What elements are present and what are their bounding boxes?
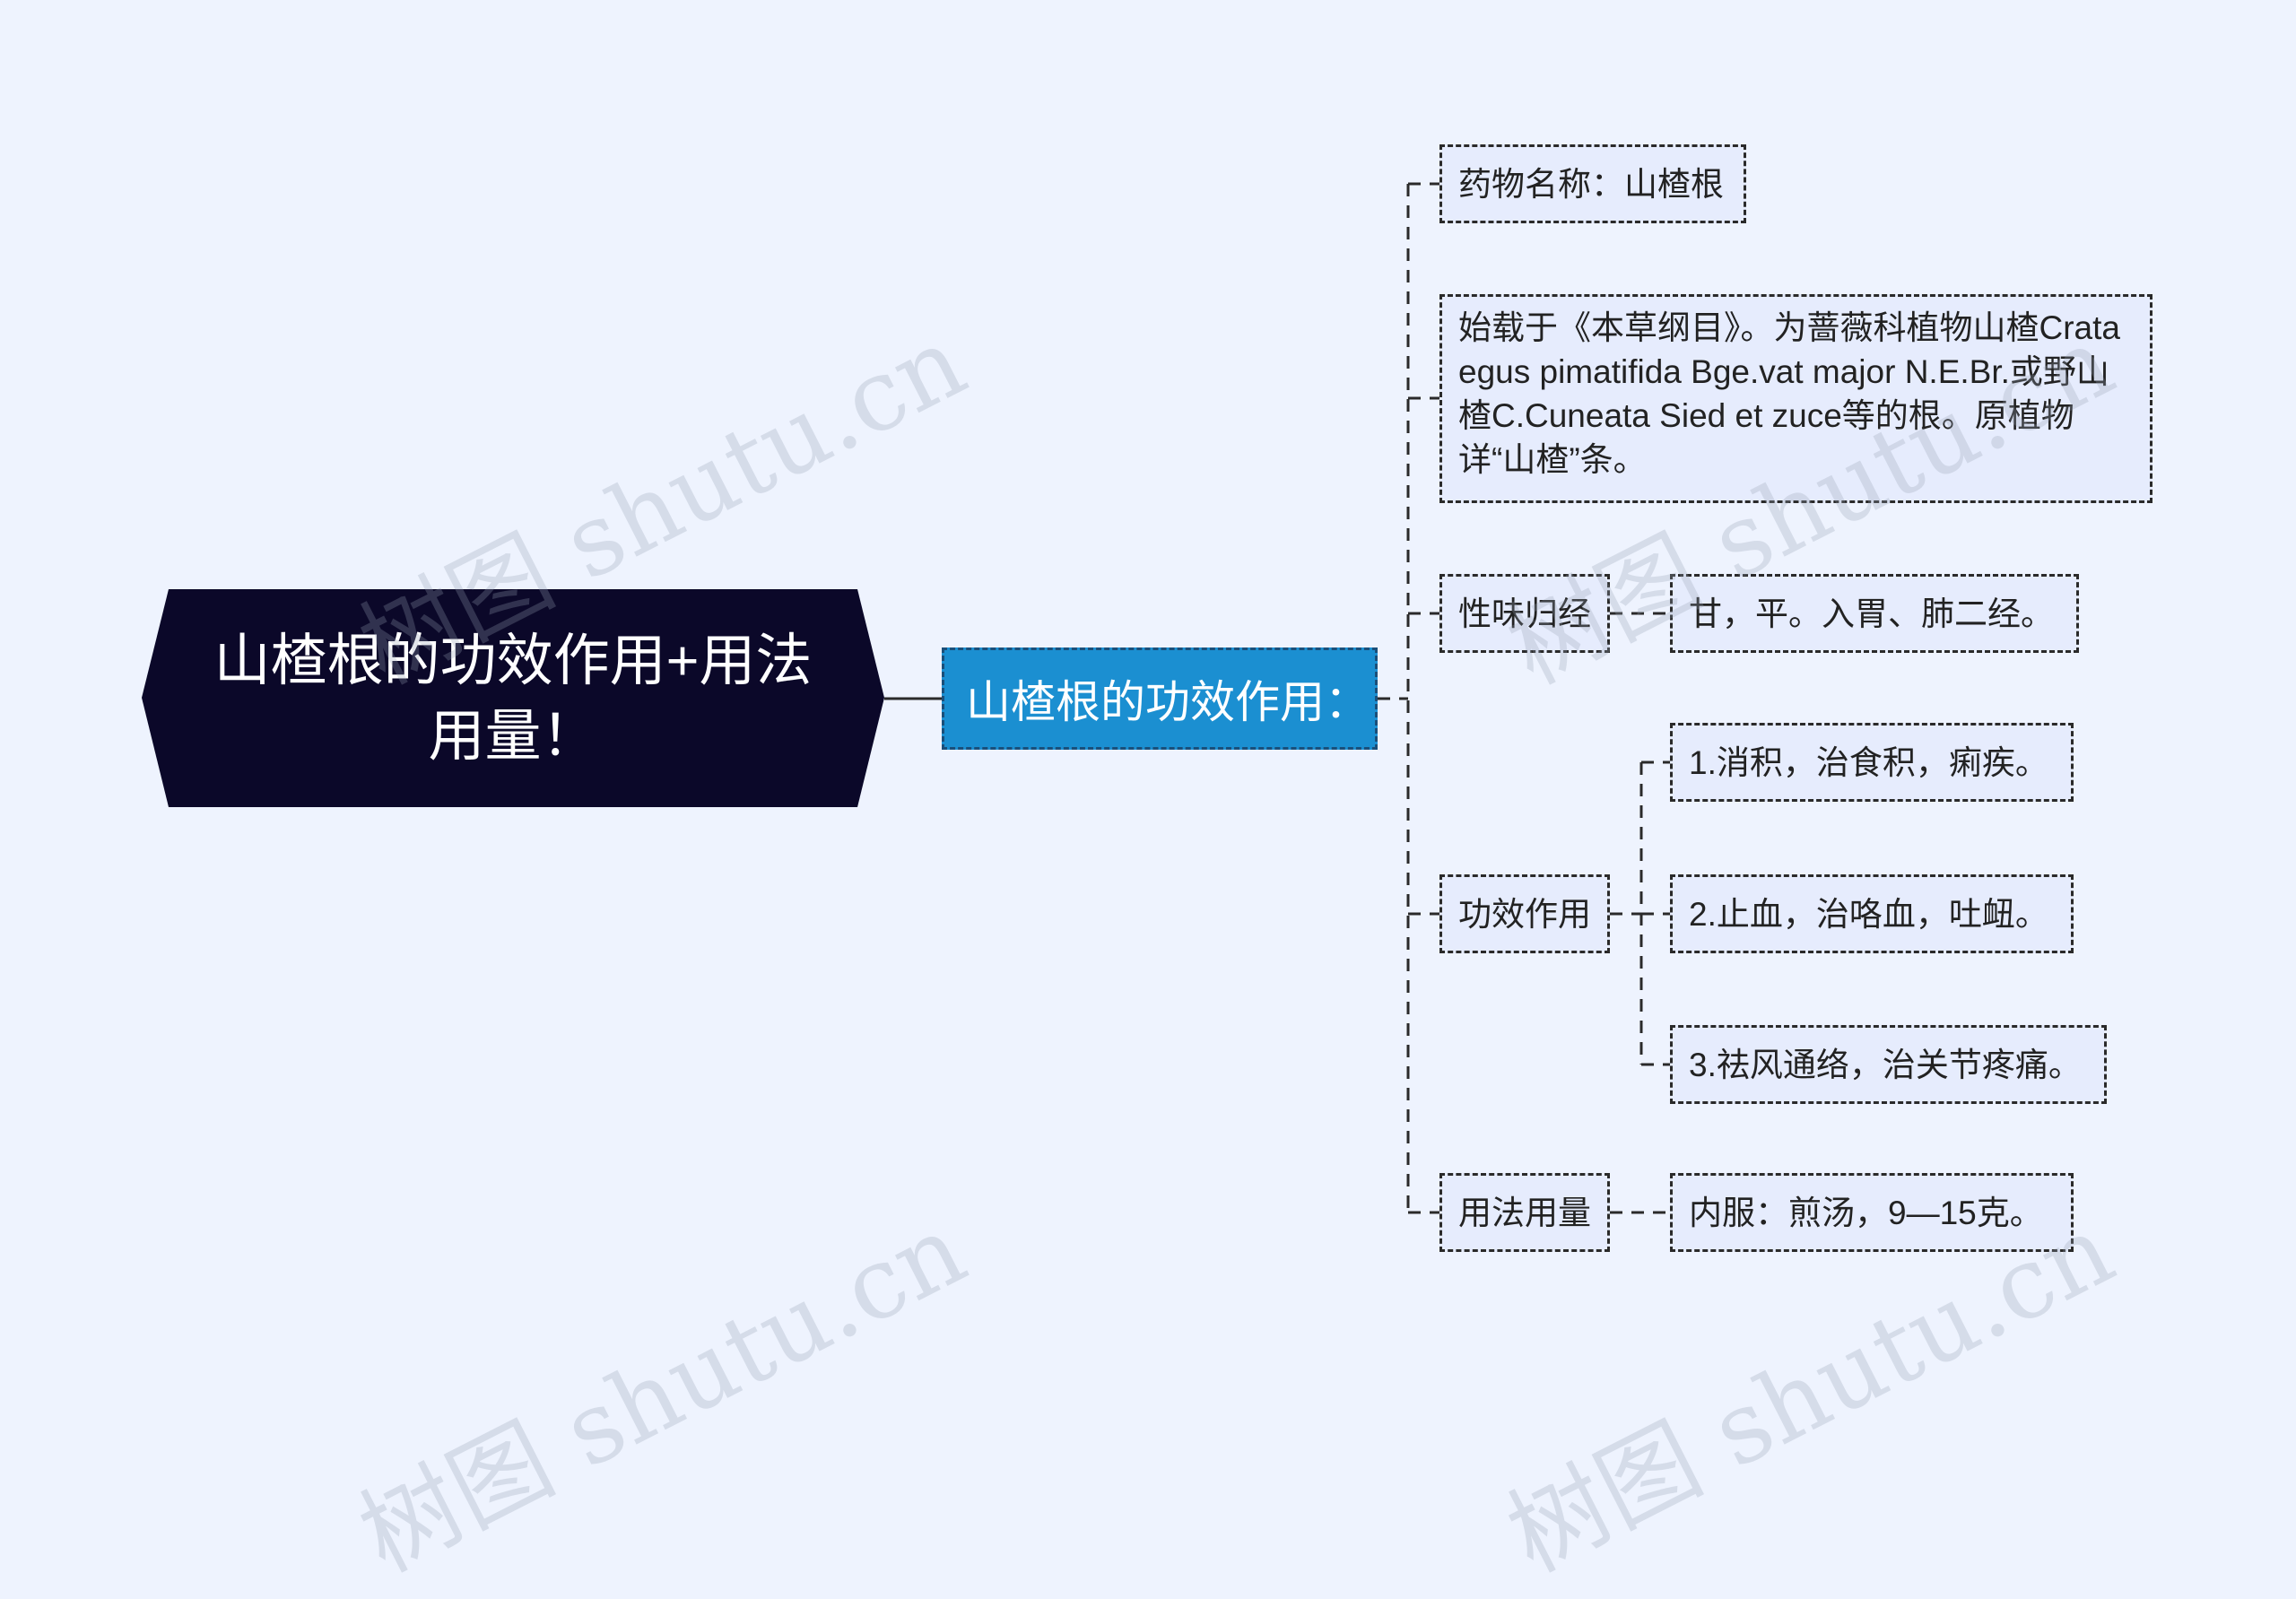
connector-lines [884, 182, 1670, 1214]
node-effects[interactable]: 功效作用 [1439, 874, 1610, 953]
branch-effects-node[interactable]: 山楂根的功效作用： [942, 647, 1378, 750]
node-effect-3[interactable]: 3.祛风通络，治关节疼痛。 [1670, 1025, 2107, 1104]
root-node[interactable]: 山楂根的功效作用+用法用量！ [142, 589, 884, 807]
root-shape [142, 589, 884, 807]
node-nature[interactable]: 性味归经 [1439, 574, 1610, 653]
node-effect-1[interactable]: 1.消积，治食积，痢疾。 [1670, 723, 2074, 802]
node-drug-name[interactable]: 药物名称：山楂根 [1439, 144, 1746, 223]
node-effect-2[interactable]: 2.止血，治咯血，吐衄。 [1670, 874, 2074, 953]
node-origin[interactable]: 始载于《本草纲目》。为蔷薇科植物山楂Crataegus pimatifida B… [1439, 294, 2152, 503]
node-nature-detail[interactable]: 甘，平。入胃、肺二经。 [1670, 574, 2079, 653]
node-usage-detail[interactable]: 内服：煎汤，9—15克。 [1670, 1173, 2074, 1252]
node-usage[interactable]: 用法用量 [1439, 1173, 1610, 1252]
root-title: 山楂根的功效作用+用法用量！ [213, 629, 813, 768]
